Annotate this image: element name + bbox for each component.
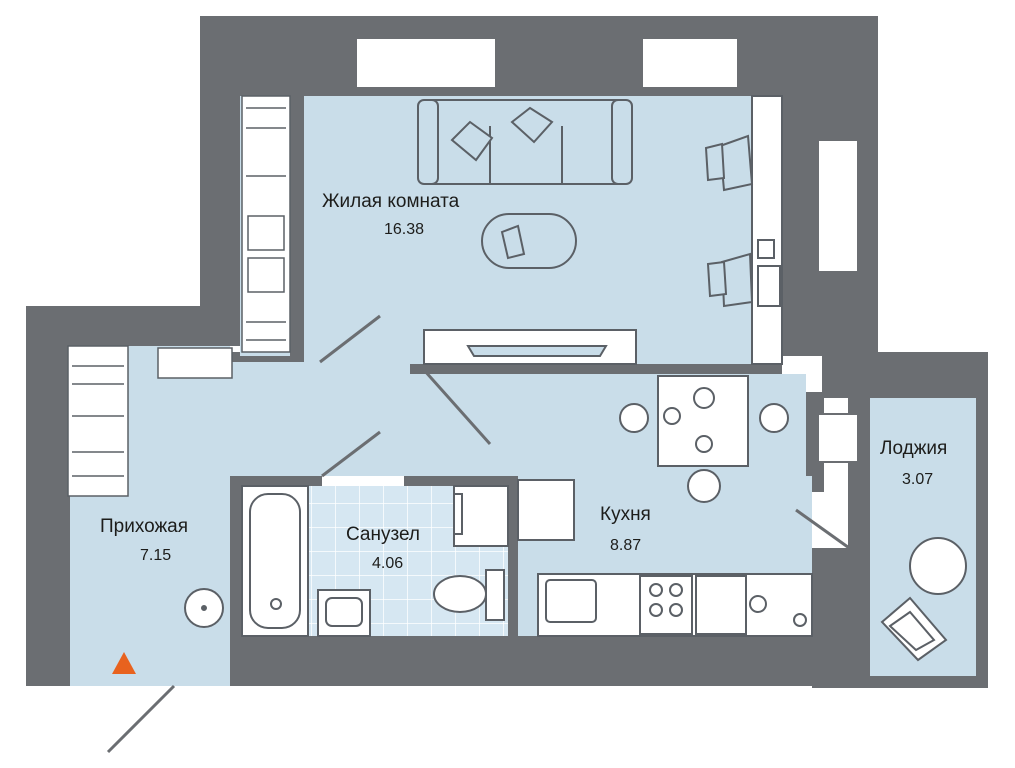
dishwasher-icon: [695, 575, 807, 635]
dining-table-icon: [619, 375, 789, 503]
entrance-arrow-icon: [112, 652, 136, 674]
stove-icon: [639, 575, 693, 635]
armchair-icon: [704, 134, 754, 308]
hallway-shelf-icon: [157, 347, 233, 379]
wardrobe-icon: [241, 95, 291, 353]
bathtub-icon: [241, 485, 309, 637]
bathroom-area: 4.06: [372, 555, 404, 572]
hallway-wardrobe-icon: [67, 345, 129, 497]
windows: [355, 37, 859, 463]
tv-stand-icon: [423, 329, 637, 365]
floor-lamp-icon: [184, 588, 224, 628]
kitchen-area: 8.87: [610, 537, 642, 554]
desk-icon: [751, 95, 783, 365]
doors: [106, 314, 853, 754]
living-room-name: Жилая комната: [322, 191, 460, 212]
hallway-floor-mid: [230, 362, 410, 476]
coffee-table-icon: [481, 213, 577, 269]
kitchen-name: Кухня: [600, 504, 651, 525]
loggia-table-icon: [909, 537, 967, 595]
toilet-icon: [433, 569, 505, 621]
sink-icon: [317, 589, 371, 637]
sofa-icon: [417, 99, 633, 185]
fridge-icon: [517, 479, 575, 541]
bathroom-name: Санузел: [346, 524, 421, 545]
laptop-icon: [757, 239, 781, 307]
living-room-area: 16.38: [384, 221, 425, 238]
loggia-name: Лоджия: [880, 438, 948, 459]
loggia-area: 3.07: [902, 471, 934, 488]
hallway-name: Прихожая: [100, 516, 189, 537]
walls: [26, 16, 988, 688]
hallway-area: 7.15: [140, 547, 172, 564]
washing-machine-icon: [453, 485, 509, 547]
loggia-chair-icon: [880, 596, 948, 662]
